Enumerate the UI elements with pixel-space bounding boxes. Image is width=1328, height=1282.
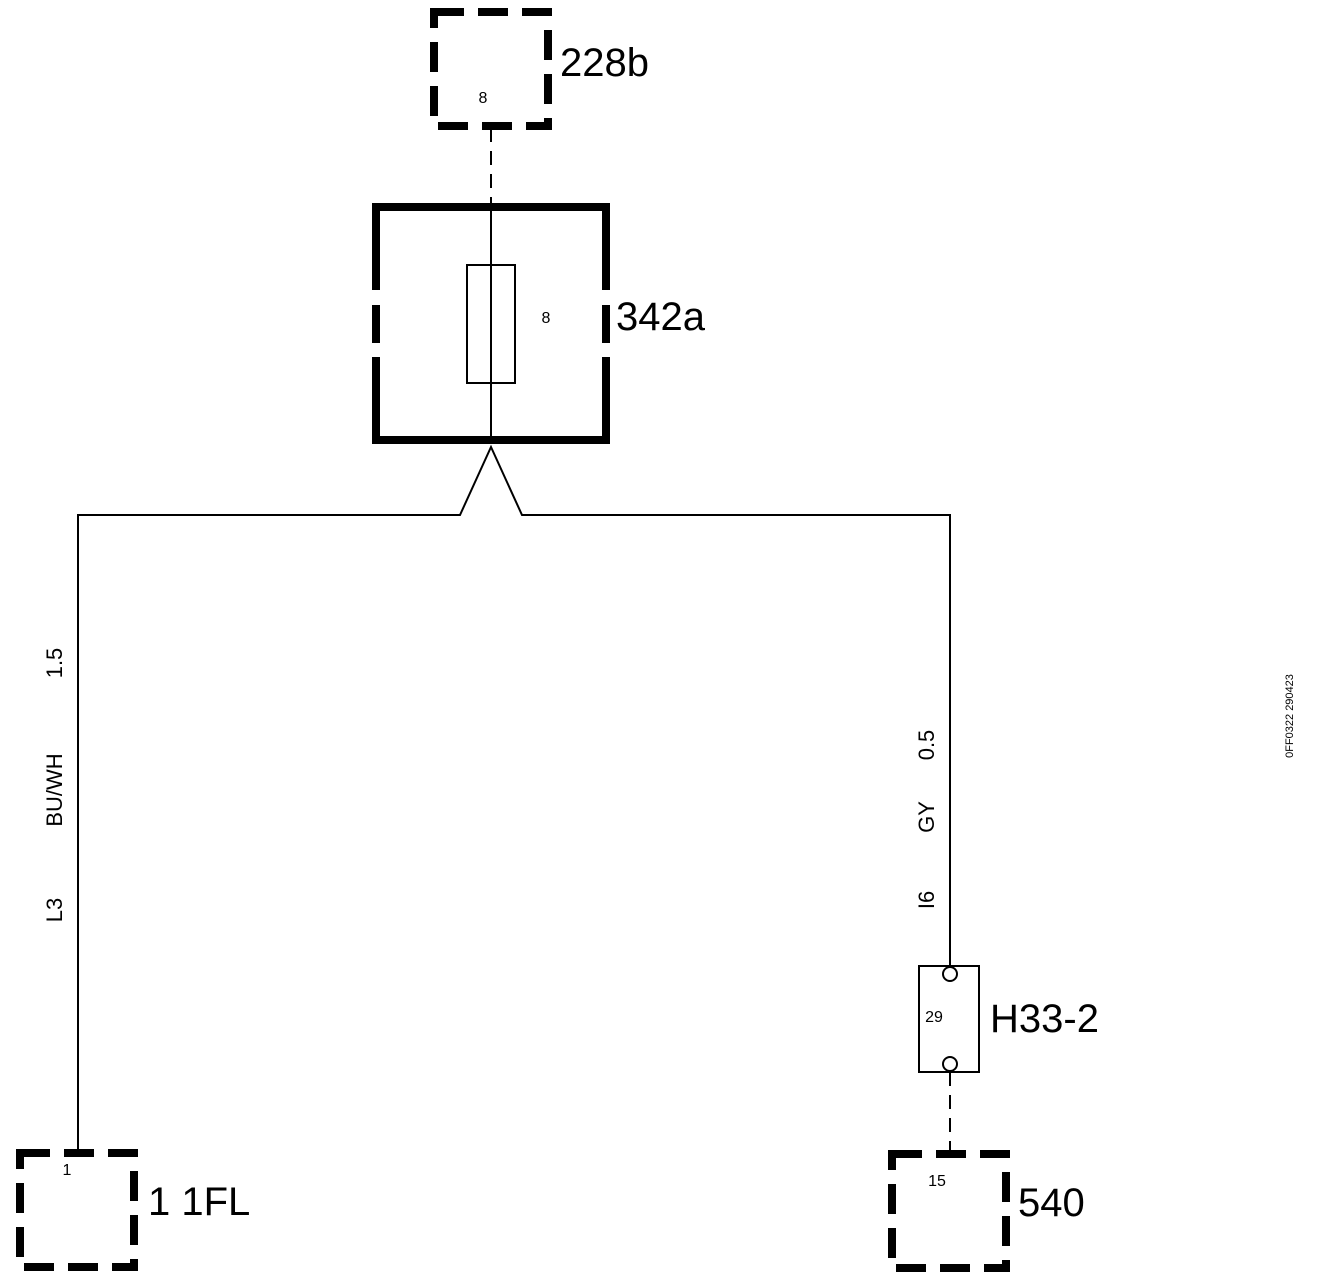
connector-540-pin: 15 (928, 1173, 946, 1190)
left-wire-size: 1.5 (42, 648, 67, 679)
connector-228b-pin: 8 (479, 90, 488, 107)
left-wire-circuit: L3 (42, 898, 67, 922)
right-wire-size: 0.5 (914, 730, 939, 761)
splice-terminal-top (942, 966, 958, 982)
fuse-box-342a: 8 342a (372, 203, 706, 444)
figure-id: 0FF0322 290423 (1284, 674, 1296, 758)
right-wire-circuit: I6 (914, 891, 939, 909)
connector-228b: 8 228b (430, 8, 649, 130)
connector-540-outline (888, 1150, 1010, 1272)
connector-11fl-outline (16, 1149, 138, 1271)
connector-228b-outline (430, 8, 552, 130)
connector-11fl-pin: 1 (63, 1162, 72, 1179)
connector-11fl-label: 1 1FL (148, 1180, 250, 1224)
fuse-label: 342a (616, 295, 706, 339)
left-wire-labels: L3 BU/WH 1.5 (42, 648, 67, 923)
splice-terminal-bottom (942, 1056, 958, 1072)
connector-11fl: 1 1 1FL (16, 1149, 250, 1271)
fuse-value: 8 (542, 310, 551, 327)
right-wire-color: GY (914, 801, 939, 833)
main-wire (77, 444, 951, 1150)
splice-h33-2: 29 H33-2 (918, 965, 1099, 1073)
right-wire-labels: I6 GY 0.5 (914, 730, 939, 909)
connector-228b-label: 228b (560, 41, 649, 85)
splice-pin: 29 (925, 1009, 943, 1026)
left-wire-color: BU/WH (42, 753, 67, 826)
splice-label: H33-2 (990, 997, 1099, 1041)
connector-540: 15 540 (888, 1150, 1085, 1272)
connector-540-label: 540 (1018, 1181, 1085, 1225)
